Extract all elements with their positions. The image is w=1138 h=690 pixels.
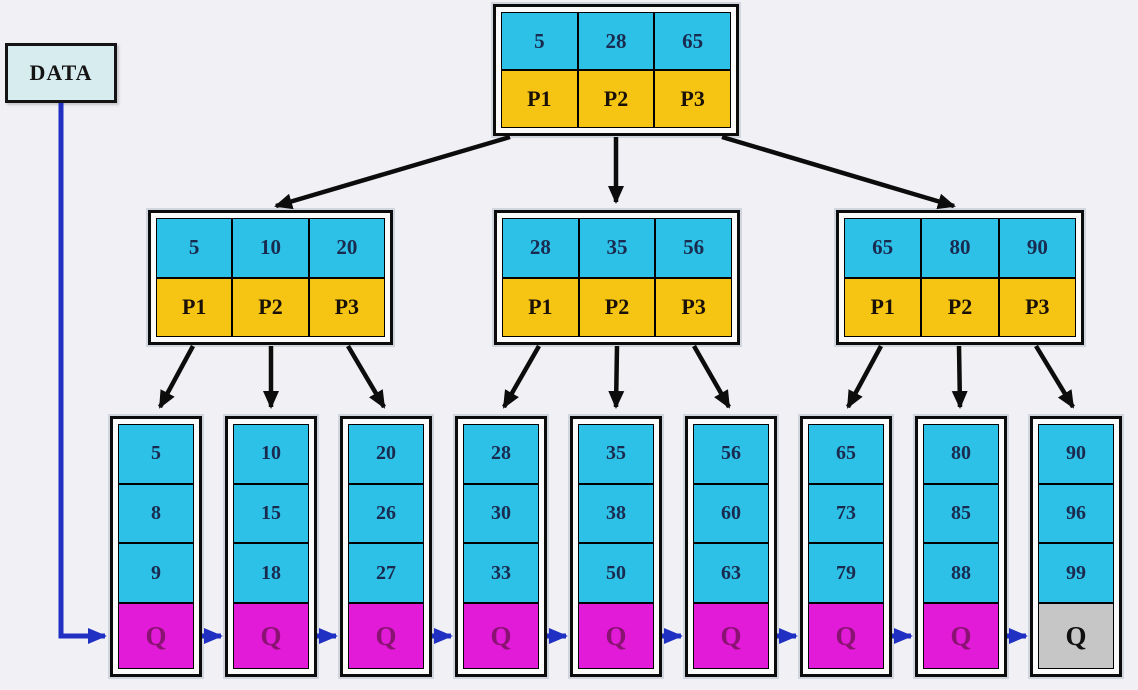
leaf-stack: 35 38 50 Q [578, 424, 654, 670]
record-cell: 38 [578, 483, 654, 544]
internal-node-grid: 5 10 20 P1 P2 P3 [156, 218, 385, 337]
chain-end-cell: Q [1038, 603, 1114, 670]
chain-pointer-cell: Q [348, 603, 424, 670]
chain-pointer-cell: Q [578, 603, 654, 670]
pointer-cell: P2 [232, 277, 309, 337]
chain-pointer-cell: Q [118, 603, 194, 670]
key-cell: 65 [844, 218, 922, 278]
tree-edge-internal-1-to-leaf-5 [692, 344, 731, 409]
record-cell: 99 [1038, 543, 1114, 604]
chain-pointer-cell: Q [808, 603, 884, 670]
leaf-node-8: 90 96 99 Q [1030, 416, 1122, 677]
pointer-cell: P1 [156, 277, 233, 337]
record-cell: 27 [348, 543, 424, 604]
key-cell: 10 [232, 218, 309, 278]
tree-edge-internal-2-to-leaf-6 [846, 344, 883, 409]
tree-edge-root-to-internal-2 [721, 134, 956, 210]
record-cell: 96 [1038, 483, 1114, 544]
record-cell: 90 [1038, 424, 1114, 484]
root-node: 5 28 65 P1 P2 P3 [493, 4, 739, 136]
internal-node-1: 28 35 56 P1 P2 P3 [494, 210, 740, 345]
chain-pointer-cell: Q [923, 603, 999, 670]
data-box: DATA [5, 43, 117, 103]
tree-edge-internal-0-to-leaf-0 [158, 344, 195, 409]
pointer-cell: P3 [998, 277, 1076, 337]
pointer-cell: P3 [654, 70, 731, 128]
key-cell: 80 [921, 218, 999, 278]
tree-edge-internal-2-to-leaf-7 [951, 345, 968, 409]
key-cell: 5 [156, 218, 233, 278]
tree-edge-internal-0-to-leaf-2 [346, 344, 386, 409]
data-box-label: DATA [29, 60, 93, 85]
key-cell: 65 [654, 12, 731, 70]
leaf-node-2: 20 26 27 Q [340, 416, 432, 677]
chain-pointer-cell: Q [463, 603, 539, 670]
record-cell: 18 [233, 543, 309, 604]
key-cell: 28 [577, 12, 655, 70]
key-cell: 20 [308, 218, 385, 278]
internal-node-0: 5 10 20 P1 P2 P3 [148, 210, 393, 345]
tree-edge-internal-1-to-leaf-3 [502, 344, 541, 409]
record-cell: 28 [463, 424, 539, 484]
leaf-stack: 20 26 27 Q [348, 424, 424, 670]
record-cell: 26 [348, 483, 424, 544]
record-cell: 33 [463, 543, 539, 604]
record-cell: 80 [923, 424, 999, 484]
chain-pointer-cell: Q [233, 603, 309, 670]
leaf-stack: 5 8 9 Q [118, 424, 194, 670]
tree-edge-internal-2-to-leaf-8 [1034, 344, 1075, 409]
record-cell: 63 [693, 543, 769, 604]
leaf-node-3: 28 30 33 Q [455, 416, 547, 677]
record-cell: 15 [233, 483, 309, 544]
chain-pointer-cell: Q [693, 603, 769, 670]
internal-node-grid: 28 35 56 P1 P2 P3 [502, 218, 732, 337]
pointer-cell: P2 [578, 277, 656, 337]
leaf-node-1: 10 15 18 Q [225, 416, 317, 677]
leaf-node-4: 35 38 50 Q [570, 416, 662, 677]
pointer-cell: P1 [502, 277, 579, 337]
pointer-cell: P3 [655, 277, 732, 337]
record-cell: 65 [808, 424, 884, 484]
record-cell: 79 [808, 543, 884, 604]
record-cell: 88 [923, 543, 999, 604]
internal-node-2: 65 80 90 P1 P2 P3 [836, 210, 1084, 345]
key-cell: 90 [998, 218, 1076, 278]
leaf-stack: 90 96 99 Q [1038, 424, 1114, 670]
leaf-stack: 10 15 18 Q [233, 424, 309, 670]
pointer-cell: P1 [501, 70, 578, 128]
pointer-cell: P3 [308, 277, 385, 337]
record-cell: 8 [118, 483, 194, 544]
tree-edge-internal-1-to-leaf-4 [608, 345, 625, 409]
leaf-node-7: 80 85 88 Q [915, 416, 1007, 677]
record-cell: 5 [118, 424, 194, 484]
record-cell: 85 [923, 483, 999, 544]
record-cell: 50 [578, 543, 654, 604]
record-cell: 10 [233, 424, 309, 484]
record-cell: 9 [118, 543, 194, 604]
leaf-node-0: 5 8 9 Q [110, 416, 202, 677]
pointer-cell: P2 [921, 277, 999, 337]
pointer-cell: P1 [844, 277, 922, 337]
record-cell: 73 [808, 483, 884, 544]
key-cell: 35 [578, 218, 656, 278]
leaf-node-5: 56 60 63 Q [685, 416, 777, 677]
record-cell: 30 [463, 483, 539, 544]
internal-node-grid: 65 80 90 P1 P2 P3 [844, 218, 1076, 337]
record-cell: 20 [348, 424, 424, 484]
leaf-stack: 65 73 79 Q [808, 424, 884, 670]
key-cell: 56 [655, 218, 732, 278]
record-cell: 35 [578, 424, 654, 484]
leaf-stack: 28 30 33 Q [463, 424, 539, 670]
leaf-stack: 80 85 88 Q [923, 424, 999, 670]
root-node-grid: 5 28 65 P1 P2 P3 [501, 12, 731, 128]
record-cell: 60 [693, 483, 769, 544]
leaf-stack: 56 60 63 Q [693, 424, 769, 670]
leaf-node-6: 65 73 79 Q [800, 416, 892, 677]
key-cell: 5 [501, 12, 578, 70]
key-cell: 28 [502, 218, 579, 278]
chain-edge-data-to-leaf-0 [58, 103, 107, 644]
tree-edge-root-to-internal-0 [274, 134, 511, 210]
pointer-cell: P2 [577, 70, 655, 128]
record-cell: 56 [693, 424, 769, 484]
